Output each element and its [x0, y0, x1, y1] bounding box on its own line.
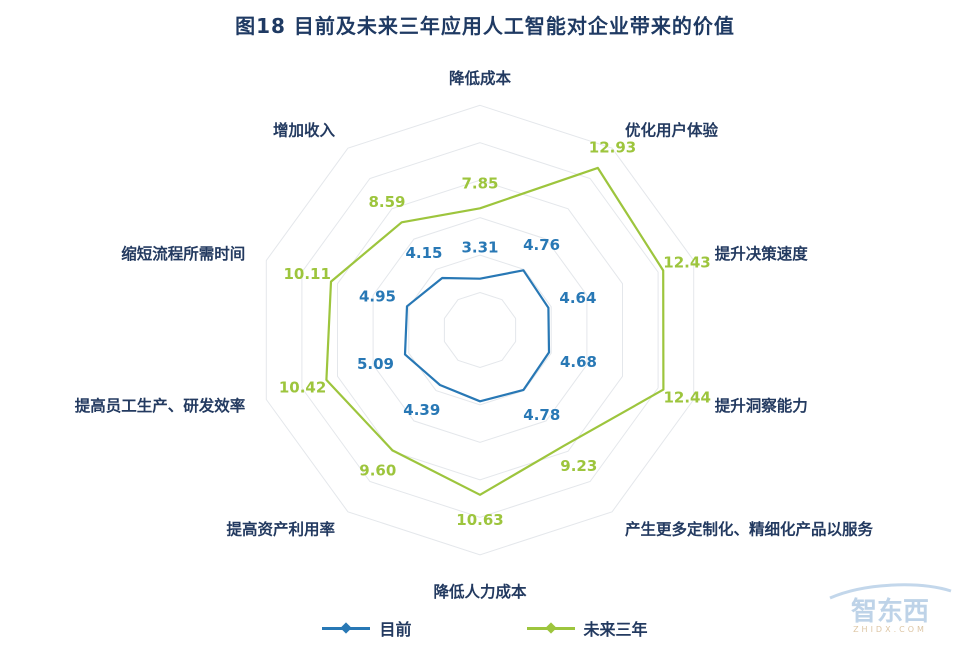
legend-label-next-three-years: 未来三年 — [583, 620, 648, 639]
grid-ring — [265, 104, 695, 556]
legend-item-current[interactable]: 目前 — [322, 616, 412, 640]
value-label: 4.15 — [405, 244, 442, 262]
axis-label: 降低人力成本 — [433, 582, 527, 601]
grid-ring — [301, 142, 659, 518]
value-label: 9.23 — [560, 457, 597, 475]
value-label: 9.60 — [359, 462, 396, 480]
value-label: 12.93 — [589, 139, 636, 157]
value-label: 4.68 — [560, 353, 597, 371]
axis-label: 缩短流程所需时间 — [121, 244, 245, 263]
value-label: 10.42 — [279, 379, 326, 397]
value-label: 4.39 — [403, 401, 440, 419]
value-label: 10.11 — [283, 265, 330, 283]
legend-item-next-three-years[interactable]: 未来三年 — [526, 616, 648, 640]
axis-label: 产生更多定制化、精细化产品以服务 — [625, 520, 874, 539]
chart-title: 图18 目前及未来三年应用人工智能对企业带来的价值 — [235, 14, 735, 38]
watermark-text: 智东西 — [851, 596, 929, 627]
value-label: 4.78 — [523, 406, 560, 424]
watermark-swoosh-icon — [829, 583, 952, 600]
grid-ring — [337, 179, 623, 481]
axis-label: 提高资产利用率 — [226, 520, 335, 539]
value-label: 4.95 — [359, 288, 396, 306]
value-label: 8.59 — [368, 193, 405, 211]
axis-label: 提升决策速度 — [715, 244, 809, 263]
axis-label: 增加收入 — [273, 120, 336, 139]
axis-label: 降低成本 — [449, 68, 512, 87]
value-label: 4.64 — [559, 289, 596, 307]
axis-label: 提升洞察能力 — [715, 396, 808, 415]
legend: 目前 未来三年 — [0, 616, 970, 640]
legend-line-diamond-icon — [322, 622, 371, 634]
series-polygon-0 — [403, 269, 551, 403]
grid-ring — [372, 217, 588, 443]
legend-label-current: 目前 — [379, 620, 412, 639]
value-label: 5.09 — [357, 355, 394, 373]
grid-ring — [443, 291, 517, 369]
value-label: 12.43 — [663, 254, 710, 272]
legend-line-diamond-icon — [526, 622, 575, 634]
watermark-subtext: ZHIDX.COM — [853, 625, 927, 634]
value-label: 7.85 — [461, 174, 498, 192]
watermark-logo: 智东西 ZHIDX.COM — [824, 580, 956, 640]
value-label: 3.31 — [461, 239, 498, 257]
value-label: 10.63 — [456, 511, 503, 529]
axis-label: 优化用户体验 — [625, 120, 719, 139]
value-label: 12.44 — [663, 388, 710, 406]
series-polygon-1 — [325, 166, 665, 496]
value-label: 4.76 — [523, 236, 560, 254]
axis-label: 提高员工生产、研发效率 — [75, 396, 246, 415]
grid-ring — [408, 254, 552, 406]
